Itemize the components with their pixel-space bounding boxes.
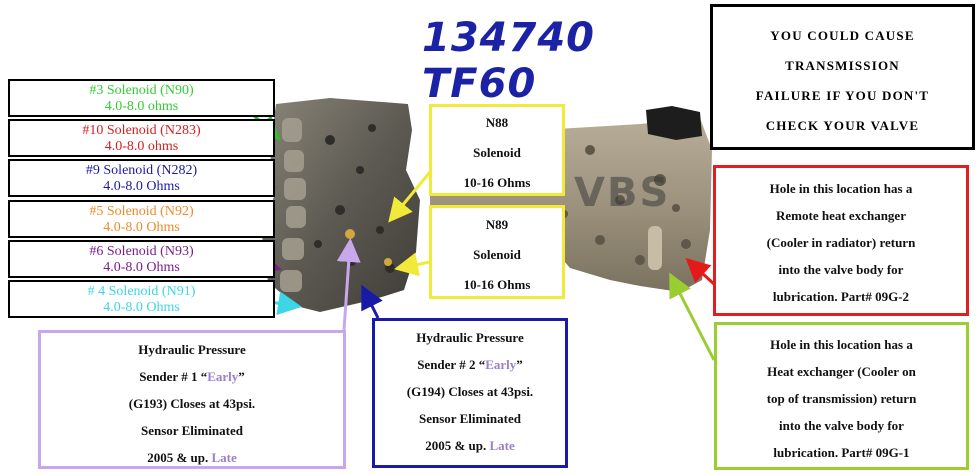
n88-type: Solenoid [473, 145, 521, 160]
sender1-line4: Sensor Eliminated [141, 423, 243, 438]
warning-box: YOU COULD CAUSE TRANSMISSION FAILURE IF … [710, 4, 975, 150]
sender2-line1: Hydraulic Pressure [416, 330, 524, 345]
sender1-late: Late [211, 450, 237, 465]
n88-solenoid-box: N88 Solenoid 10-16 Ohms [429, 104, 565, 196]
pressure-sender-1-box: Hydraulic Pressure Sender # 1 “Early” (G… [38, 330, 346, 469]
sender1-line5: 2005 & up. Late [41, 444, 343, 471]
solenoid-box-n283: #10 Solenoid (N283) 4.0-8.0 ohms [8, 119, 275, 157]
solenoid-name: #10 Solenoid (N283) [82, 123, 201, 138]
sender1-id: Sender # 1 “ [139, 369, 208, 384]
solenoid-box-n282: #9 Solenoid (N282) 4.0-8.0 Ohms [8, 159, 275, 197]
heat-hole-line: Hole in this location has a [770, 337, 913, 352]
solenoid-name: # 4 Solenoid (N91) [87, 284, 196, 299]
remote-hole-line: (Cooler in radiator) return [766, 235, 916, 250]
solenoid-resistance: 4.0-8.0 Ohms [103, 179, 180, 194]
sender2-year: 2005 & up. [425, 438, 490, 453]
sender2-line5: 2005 & up. Late [375, 432, 565, 459]
solenoid-name: #9 Solenoid (N282) [85, 163, 198, 178]
solenoid-name: #5 Solenoid (N92) [89, 204, 194, 219]
solenoid-box-n91: # 4 Solenoid (N91) 4.0-8.0 Ohms [8, 280, 275, 318]
solenoid-name: #3 Solenoid (N90) [89, 83, 194, 98]
warning-line: FAILURE IF YOU DON'T [755, 88, 930, 103]
remote-hole-line: lubrication. Part# 09G-2 [772, 289, 910, 304]
warning-line: TRANSMISSION [785, 58, 900, 73]
sender1-year: 2005 & up. [147, 450, 212, 465]
sender2-id: Sender # 2 “ [417, 357, 486, 372]
solenoid-box-n92: #5 Solenoid (N92) 4.0-8.0 Ohms [8, 200, 275, 238]
solenoid-resistance: 4.0-8.0 Ohms [103, 220, 180, 235]
sender2-line4: Sensor Eliminated [419, 411, 521, 426]
sender2-line3: (G194) Closes at 43psi. [406, 384, 534, 399]
n89-label: N89 [485, 217, 509, 232]
n88-resistance: 10-16 Ohms [463, 175, 531, 190]
solenoid-box-n90: #3 Solenoid (N90) 4.0-8.0 ohms [8, 79, 275, 117]
n88-label: N88 [485, 115, 509, 130]
model-title: TF60 [422, 61, 537, 107]
solenoid-box-n93: #6 Solenoid (N93) 4.0-8.0 Ohms [8, 240, 275, 278]
heat-hole-line: Heat exchanger (Cooler on [767, 364, 916, 379]
warning-line: YOU COULD CAUSE [770, 28, 915, 43]
remote-hole-line: Remote heat exchanger [776, 208, 906, 223]
sender1-line2: Sender # 1 “Early” [41, 363, 343, 390]
sender2-line2: Sender # 2 “Early” [375, 351, 565, 378]
heat-hole-line: top of transmission) return [766, 391, 917, 406]
n89-resistance: 10-16 Ohms [463, 277, 531, 292]
pressure-sender-2-box: Hydraulic Pressure Sender # 2 “Early” (G… [372, 318, 568, 468]
sender1-line3: (G193) Closes at 43psi. [128, 396, 256, 411]
solenoid-resistance: 4.0-8.0 ohms [104, 99, 179, 114]
sender2-early: Early [485, 357, 517, 372]
n89-solenoid-box: N89 Solenoid 10-16 Ohms [429, 205, 565, 299]
sender1-line1: Hydraulic Pressure [138, 342, 246, 357]
solenoid-resistance: 4.0-8.0 Ohms [103, 300, 180, 315]
solenoid-name: #6 Solenoid (N93) [89, 244, 194, 259]
heat-hole-line: lubrication. Part# 09G-1 [773, 445, 910, 460]
remote-hole-line: Hole in this location has a [769, 181, 913, 196]
sender2-late: Late [489, 438, 515, 453]
sender1-quote: ” [238, 369, 245, 384]
remote-hole-line: into the valve body for [778, 262, 904, 277]
sender1-early: Early [207, 369, 239, 384]
heat-hole-line: into the valve body for [779, 418, 904, 433]
vbs-watermark: VBS [574, 170, 671, 216]
warning-line: CHECK YOUR VALVE [765, 118, 920, 133]
remote-heat-exchanger-box: Hole in this location has a Remote heat … [713, 165, 969, 316]
n89-type: Solenoid [473, 247, 521, 262]
heat-exchanger-box: Hole in this location has a Heat exchang… [714, 322, 969, 470]
solenoid-resistance: 4.0-8.0 Ohms [103, 260, 180, 275]
part-number-title: 134740 [422, 15, 595, 61]
solenoid-resistance: 4.0-8.0 ohms [104, 139, 179, 154]
sender2-quote: ” [516, 357, 523, 372]
